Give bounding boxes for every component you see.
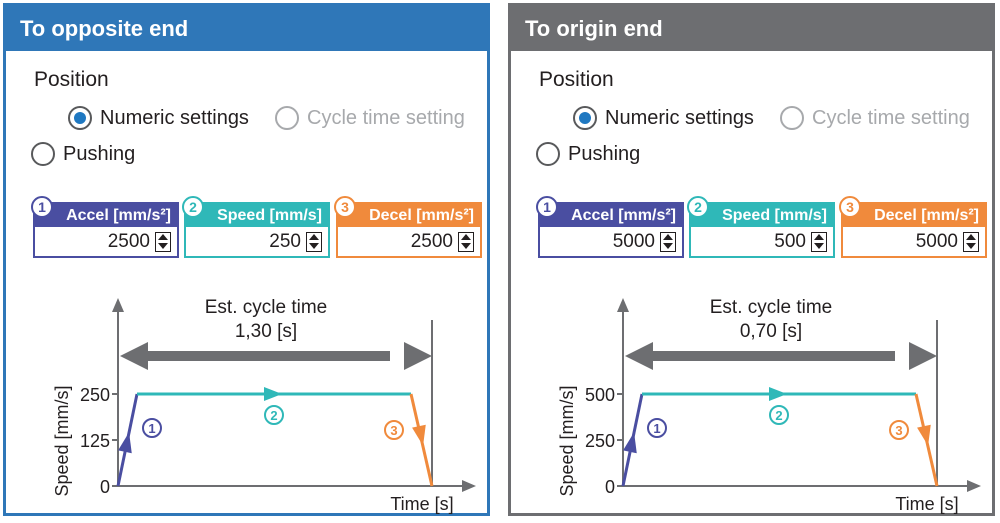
accel-label: Accel [mm/s²]: [540, 204, 682, 227]
marker-3-label: 3: [895, 423, 902, 438]
x-axis-label: Time [s]: [390, 494, 453, 514]
radio-unselected-icon: [536, 142, 560, 166]
speed-spinner-icon[interactable]: [306, 231, 322, 252]
x-axis-arrow-icon: [967, 480, 981, 492]
numeric-settings-radio[interactable]: Numeric settings: [573, 104, 754, 132]
y-tick-label: 0: [100, 477, 110, 497]
cycle-time-value: 1,30 [s]: [235, 321, 297, 342]
radio-unselected-icon: [275, 106, 299, 130]
position-label: Position: [539, 68, 614, 91]
x-axis-arrow-icon: [462, 480, 476, 492]
marker-2-label: 2: [270, 408, 277, 423]
y-tick-label: 500: [585, 385, 615, 405]
y-tick-label: 250: [80, 385, 110, 405]
marker-1-circle: [647, 418, 667, 438]
radio-selected-icon: [573, 106, 597, 130]
speed-spinner-icon[interactable]: [811, 231, 827, 252]
cycle-time-arrow: [625, 342, 937, 370]
y-axis-arrow-icon: [112, 298, 124, 312]
y-tick-label: 125: [80, 431, 110, 451]
radio-unselected-icon: [31, 142, 55, 166]
marker-1-label: 1: [653, 421, 660, 436]
speed-field: 2 Speed [mm/s] 500: [687, 196, 835, 258]
speed-profile-graph: Est. cycle time 0,70 [s] 0 250 500 Speed…: [557, 297, 981, 514]
accel-spinner-icon[interactable]: [155, 231, 171, 252]
pushing-label: Pushing: [63, 142, 136, 165]
cycle-time-arrow: [120, 342, 432, 370]
pushing-radio[interactable]: Pushing: [536, 140, 640, 168]
accel-input[interactable]: 2500: [107, 230, 150, 252]
accel-input[interactable]: 5000: [612, 230, 655, 252]
cycle-time-label: Est. cycle time: [205, 297, 327, 318]
marker-1-circle: [142, 418, 162, 438]
decel-spinner-icon[interactable]: [458, 231, 474, 252]
cycle-time-setting-label: Cycle time setting: [307, 106, 465, 129]
accel-direction-icon: [623, 432, 637, 454]
decel-direction-icon: [917, 424, 931, 446]
y-axis-arrow-icon: [617, 298, 629, 312]
speed-input[interactable]: 500: [774, 230, 806, 252]
accel-label: Accel [mm/s²]: [35, 204, 177, 227]
decel-field: 3 Decel [mm/s²] 2500: [334, 196, 482, 258]
marker-2-circle: [264, 405, 284, 425]
speed-label: Speed [mm/s]: [691, 204, 833, 227]
accel-spinner-icon[interactable]: [660, 231, 676, 252]
speed-direction-icon: [264, 387, 282, 401]
decel-spinner-icon[interactable]: [963, 231, 979, 252]
numeric-settings-radio[interactable]: Numeric settings: [68, 104, 249, 132]
panel-title: To opposite end: [6, 6, 487, 51]
speed-label: Speed [mm/s]: [186, 204, 328, 227]
decel-field: 3 Decel [mm/s²] 5000: [839, 196, 987, 258]
speed-input[interactable]: 250: [269, 230, 301, 252]
accel-field: 1 Accel [mm/s²] 2500: [31, 196, 179, 258]
cycle-time-label: Est. cycle time: [710, 297, 832, 318]
marker-3-circle: [384, 420, 404, 440]
speed-direction-icon: [769, 387, 787, 401]
y-axis-label: Speed [mm/s]: [52, 385, 72, 496]
to-opposite-end-panel: To opposite end Position Numeric setting…: [3, 3, 490, 516]
speed-number-badge: 2: [182, 196, 204, 218]
y-axis-label: Speed [mm/s]: [557, 385, 577, 496]
accel-number-badge: 1: [31, 196, 53, 218]
accel-number-badge: 1: [536, 196, 558, 218]
y-tick-label: 250: [585, 431, 615, 451]
position-label: Position: [34, 68, 109, 91]
cycle-time-setting-radio[interactable]: Cycle time setting: [780, 104, 970, 132]
accel-direction-icon: [118, 432, 132, 454]
decel-label: Decel [mm/s²]: [338, 204, 480, 227]
marker-3-circle: [889, 420, 909, 440]
cycle-time-setting-radio[interactable]: Cycle time setting: [275, 104, 465, 132]
pushing-label: Pushing: [568, 142, 641, 165]
decel-input[interactable]: 5000: [915, 230, 958, 252]
cycle-time-setting-label: Cycle time setting: [812, 106, 970, 129]
radio-selected-icon: [68, 106, 92, 130]
decel-number-badge: 3: [839, 196, 861, 218]
speed-profile-graph: Est. cycle time 1,30 [s] 0 125 250 Speed…: [52, 297, 476, 514]
numeric-settings-label: Numeric settings: [605, 106, 754, 129]
marker-1-label: 1: [148, 421, 155, 436]
radio-unselected-icon: [780, 106, 804, 130]
speed-field: 2 Speed [mm/s] 250: [182, 196, 330, 258]
marker-2-label: 2: [775, 408, 782, 423]
decel-input[interactable]: 2500: [410, 230, 453, 252]
speed-number-badge: 2: [687, 196, 709, 218]
x-axis-label: Time [s]: [895, 494, 958, 514]
decel-label: Decel [mm/s²]: [843, 204, 985, 227]
decel-direction-icon: [412, 424, 426, 446]
decel-number-badge: 3: [334, 196, 356, 218]
y-tick-label: 0: [605, 477, 615, 497]
cycle-time-value: 0,70 [s]: [740, 321, 802, 342]
marker-3-label: 3: [390, 423, 397, 438]
marker-2-circle: [769, 405, 789, 425]
panel-title: To origin end: [511, 6, 992, 51]
numeric-settings-label: Numeric settings: [100, 106, 249, 129]
to-origin-end-panel: To origin end Position Numeric settings …: [508, 3, 995, 516]
accel-field: 1 Accel [mm/s²] 5000: [536, 196, 684, 258]
pushing-radio[interactable]: Pushing: [31, 140, 135, 168]
